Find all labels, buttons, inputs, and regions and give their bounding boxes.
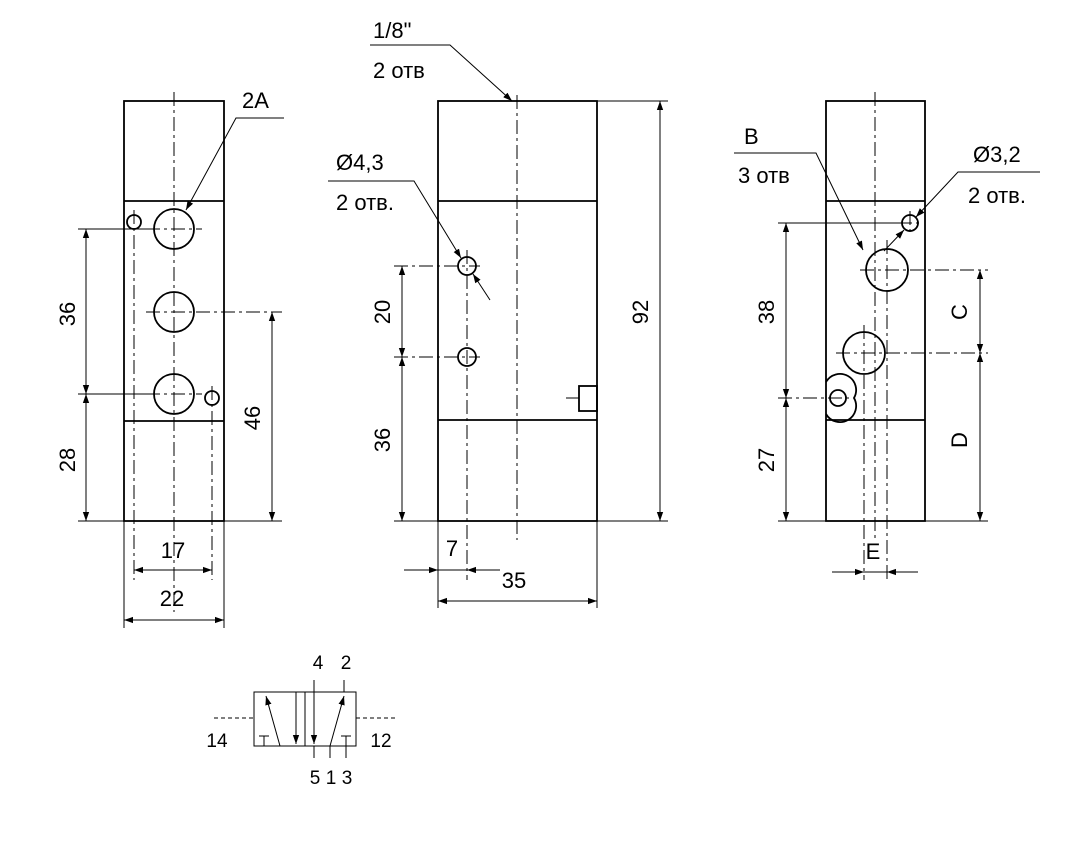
symbol-right-arrow-diag	[329, 695, 345, 747]
middle-small-square	[578, 385, 598, 412]
valve-symbol: 4 2 14 12 5 1 3	[206, 653, 396, 789]
middle-dim-20-text: 20	[370, 300, 395, 324]
middle-leader-thread	[370, 44, 513, 102]
left-dim-28-text: 28	[55, 448, 80, 472]
right-mount-hole-bottom-arc	[825, 373, 857, 423]
symbol-port-12: 12	[370, 731, 391, 752]
middle-dim-92-text: 92	[628, 300, 653, 324]
right-leader-hole-exit	[883, 229, 905, 252]
left-dim-36-text: 36	[55, 302, 80, 326]
symbol-port-1: 1	[326, 768, 337, 789]
left-dim-46-text: 46	[240, 406, 265, 430]
symbol-left-arrow-diag	[265, 695, 281, 747]
right-dim-27-text: 27	[754, 448, 779, 472]
right-note-hole-count: 2 отв.	[968, 183, 1026, 208]
right-label-b: B	[744, 124, 759, 149]
right-note-hole: Ø3,2	[973, 142, 1021, 167]
middle-view: 1/8" 2 отв Ø4,3 2 отв. 20 36 92 7 35	[328, 18, 668, 608]
left-label-2a: 2А	[242, 88, 269, 113]
symbol-port-4: 4	[313, 653, 324, 674]
right-label-b-count: 3 отв	[738, 163, 790, 188]
left-dim-17-text: 17	[161, 538, 185, 563]
left-view: 2А 36 28 46 17 22	[55, 88, 284, 628]
right-dim-d-text: D	[947, 432, 972, 448]
middle-leader-hole-exit	[472, 273, 491, 301]
right-dim-e-text: E	[866, 539, 881, 564]
middle-note-hole: Ø4,3	[336, 150, 384, 175]
symbol-port-3: 3	[342, 768, 353, 789]
symbol-port-2: 2	[341, 653, 352, 674]
right-dim-c-text: C	[947, 304, 972, 320]
middle-leader-hole	[328, 180, 462, 259]
right-dim-38-text: 38	[754, 300, 779, 324]
right-leader-b	[734, 152, 864, 251]
middle-dim-36-text: 36	[370, 428, 395, 452]
middle-note-hole-count: 2 отв.	[336, 190, 394, 215]
symbol-port-14: 14	[206, 731, 228, 752]
right-leader-hole	[915, 171, 1040, 218]
right-view: B 3 отв Ø3,2 2 отв. 38 27 C D E	[734, 92, 1040, 580]
middle-dim-35-text: 35	[502, 568, 526, 593]
symbol-port-5: 5	[310, 768, 321, 789]
middle-dim-7-text: 7	[446, 536, 458, 561]
left-dim-22-text: 22	[160, 586, 184, 611]
left-leader-2a	[185, 117, 284, 211]
middle-note-thread-count: 2 отв	[373, 58, 425, 83]
middle-note-thread: 1/8"	[373, 18, 411, 43]
